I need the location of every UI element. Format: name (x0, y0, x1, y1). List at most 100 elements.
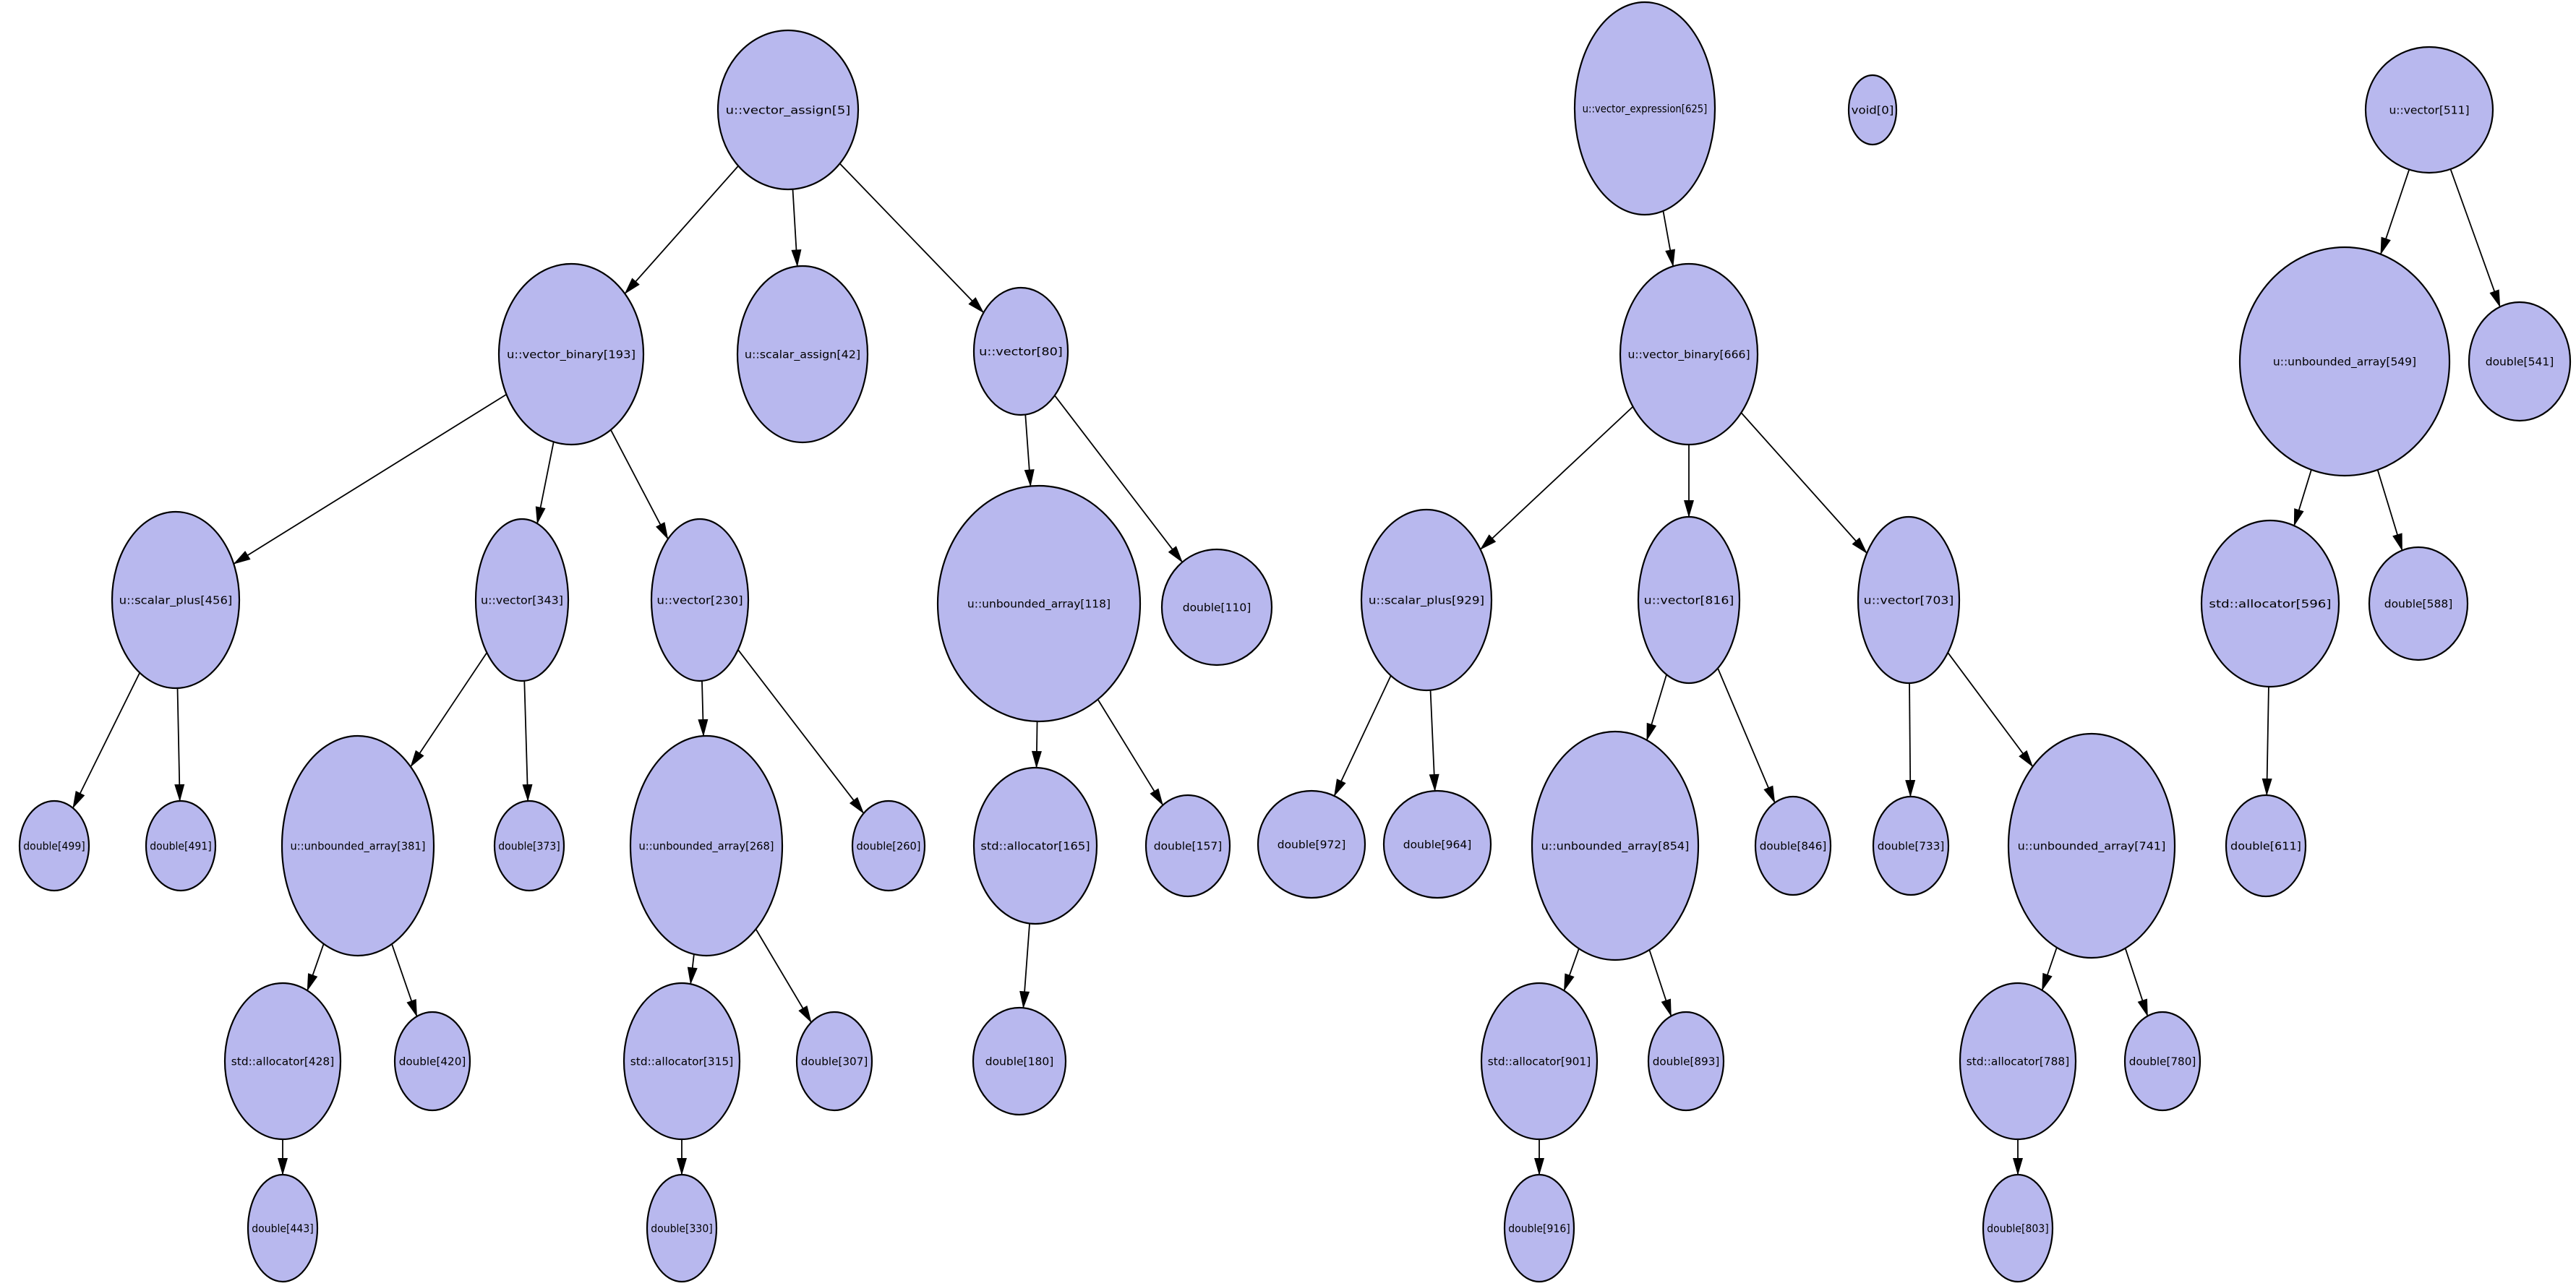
edge-666-929 (1479, 406, 1634, 550)
graph-node-703: u::vector[703] (1857, 515, 1961, 685)
node-ellipse-666 (1619, 262, 1759, 446)
node-label-541: double[541] (2486, 355, 2554, 368)
edge-230-260 (737, 649, 865, 814)
node-label-611: double[611] (2230, 839, 2301, 852)
node-ellipse-788 (1959, 982, 2077, 1141)
edge-118-157 (1097, 699, 1164, 806)
node-label-373: double[373] (498, 839, 560, 852)
edge-5-80 (839, 163, 985, 314)
node-label-854: u::unbounded_array[854] (1541, 839, 1690, 853)
edge-343-381 (410, 652, 488, 768)
node-label-916: double[916] (1508, 1222, 1570, 1235)
graph-node-854: u::unbounded_array[854] (1531, 730, 1700, 961)
node-ellipse-315 (622, 982, 741, 1141)
node-ellipse-373 (493, 800, 565, 892)
graph-node-893: double[893] (1647, 1011, 1725, 1112)
node-ellipse-625 (1573, 1, 1716, 216)
node-ellipse-929 (1360, 508, 1493, 692)
node-ellipse-588 (2368, 546, 2469, 661)
node-label-491: double[491] (150, 839, 211, 852)
graph-node-549: u::unbounded_array[549] (2238, 246, 2451, 477)
node-label-964: double[964] (1403, 838, 1472, 851)
graph-node-42: u::scalar_assign[42] (736, 265, 869, 444)
node-label-343: u::vector[343] (481, 593, 563, 606)
graph-node-193: u::vector_binary[193] (497, 262, 645, 446)
node-label-929: u::scalar_plus[929] (1369, 593, 1484, 607)
node-ellipse-511 (2364, 46, 2494, 174)
graph-node-315: std::allocator[315] (622, 982, 741, 1141)
node-ellipse-180 (972, 1006, 1067, 1116)
graph-node-330: double[330] (646, 1173, 718, 1283)
edge-381-420 (391, 943, 418, 1017)
edge-703-733 (1905, 682, 1916, 798)
graph-node-964: double[964] (1382, 789, 1492, 899)
node-label-110: double[110] (1183, 601, 1251, 614)
node-label-549: u::unbounded_array[549] (2273, 355, 2416, 369)
node-ellipse-443 (247, 1173, 319, 1283)
node-label-666: u::vector_binary[666] (1627, 348, 1750, 361)
edge-549-588 (2376, 469, 2403, 552)
node-label-803: double[803] (1987, 1222, 2048, 1235)
graph-node-118: u::unbounded_array[118] (936, 484, 1142, 723)
edge-625-666 (1662, 210, 1676, 267)
edge-596-611 (2262, 686, 2272, 797)
node-ellipse-157 (1144, 794, 1231, 898)
graph-node-268: u::unbounded_array[268] (629, 734, 784, 957)
graph-node-625: u::vector_expression[625] (1573, 1, 1716, 216)
graph-nodes: u::vector_assign[5] u::vector_expression[… (18, 1, 2572, 1283)
graph-edges (72, 163, 2501, 1175)
node-label-80: u::vector[80] (979, 345, 1063, 358)
graph-node-157: double[157] (1144, 794, 1231, 898)
edge-666-703 (1740, 412, 1867, 554)
node-ellipse-893 (1647, 1011, 1725, 1112)
edge-5-193 (624, 165, 739, 295)
node-ellipse-803 (1982, 1173, 2054, 1283)
graph-node-381: u::unbounded_array[381] (281, 734, 435, 957)
node-ellipse-5 (716, 29, 860, 191)
node-label-165: std::allocator[165] (980, 839, 1090, 852)
node-label-330: double[330] (651, 1222, 712, 1235)
node-ellipse-381 (281, 734, 435, 957)
node-ellipse-420 (393, 1011, 471, 1112)
node-ellipse-703 (1857, 515, 1961, 685)
node-label-157: double[157] (1154, 839, 1223, 852)
edge-929-972 (1333, 675, 1392, 797)
edge-816-846 (1717, 668, 1776, 804)
node-label-118: u::unbounded_array[118] (967, 597, 1111, 611)
graph-node-5: u::vector_assign[5] (716, 29, 860, 191)
node-ellipse-330 (646, 1173, 718, 1283)
node-label-0: void[0] (1852, 103, 1894, 116)
graph-node-373: double[373] (493, 800, 565, 892)
node-label-42: u::scalar_assign[42] (745, 348, 860, 361)
graph-node-180: double[180] (972, 1006, 1067, 1116)
node-label-846: double[846] (1760, 839, 1827, 852)
graph-node-846: double[846] (1754, 795, 1832, 896)
node-ellipse-428 (223, 982, 342, 1141)
node-ellipse-193 (497, 262, 645, 446)
graph-node-0: void[0] (1847, 74, 1898, 146)
node-label-780: double[780] (2129, 1055, 2196, 1068)
edge-230-268 (698, 680, 709, 737)
node-ellipse-260 (851, 800, 926, 892)
edge-5-42 (791, 189, 802, 267)
edge-816-854 (1646, 674, 1667, 741)
edge-80-118 (1024, 414, 1035, 487)
node-label-381: u::unbounded_array[381] (291, 839, 426, 853)
node-ellipse-456 (111, 510, 241, 690)
node-label-307: double[307] (801, 1055, 868, 1068)
graph-node-541: double[541] (2468, 301, 2572, 422)
edge-165-180 (1019, 923, 1030, 1009)
edge-193-343 (535, 442, 555, 525)
node-label-5: u::vector_assign[5] (726, 103, 851, 117)
node-ellipse-307 (795, 1011, 873, 1112)
node-label-733: double[733] (1878, 839, 1945, 852)
edge-741-780 (2124, 948, 2149, 1017)
node-ellipse-733 (1872, 795, 1950, 896)
node-label-816: u::vector[816] (1644, 593, 1734, 606)
graph-node-588: double[588] (2368, 546, 2469, 661)
node-ellipse-110 (1160, 548, 1273, 666)
node-label-268: u::unbounded_array[268] (639, 839, 774, 853)
edge-929-964 (1429, 690, 1439, 792)
node-ellipse-549 (2238, 246, 2451, 477)
